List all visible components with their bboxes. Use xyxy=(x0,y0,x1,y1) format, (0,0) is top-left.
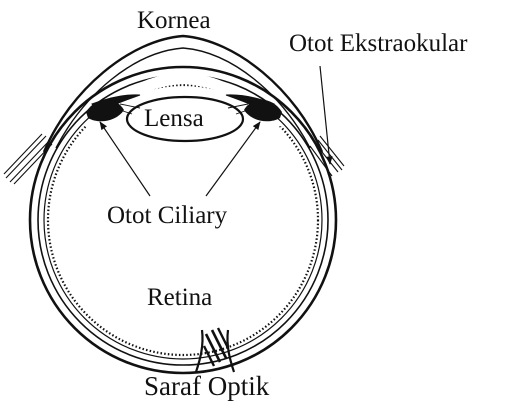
retina-label: Retina xyxy=(147,285,212,310)
optic-nerve-label: Saraf Optik xyxy=(144,373,269,400)
extraocular-muscle-label: Otot Ekstraokular xyxy=(289,31,467,56)
lens-label: Lensa xyxy=(144,106,204,131)
ciliary-muscle-label: Otot Ciliary xyxy=(107,203,227,228)
cornea-label: Kornea xyxy=(137,8,211,33)
